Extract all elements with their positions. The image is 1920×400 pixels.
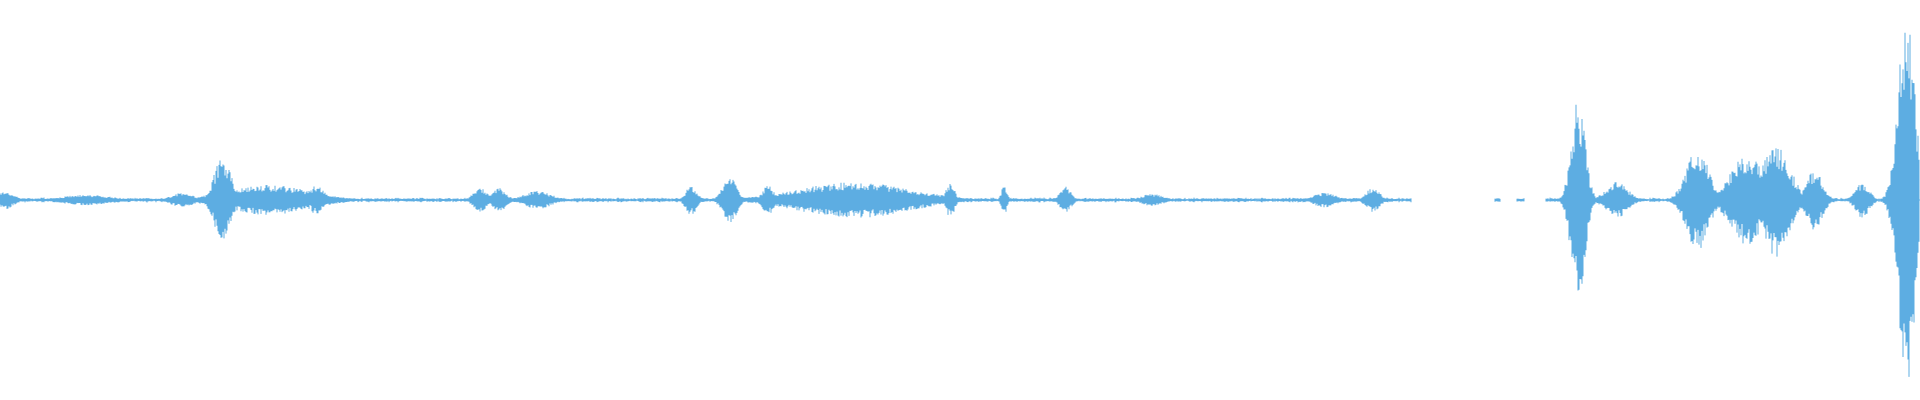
waveform-trace xyxy=(0,32,1920,377)
